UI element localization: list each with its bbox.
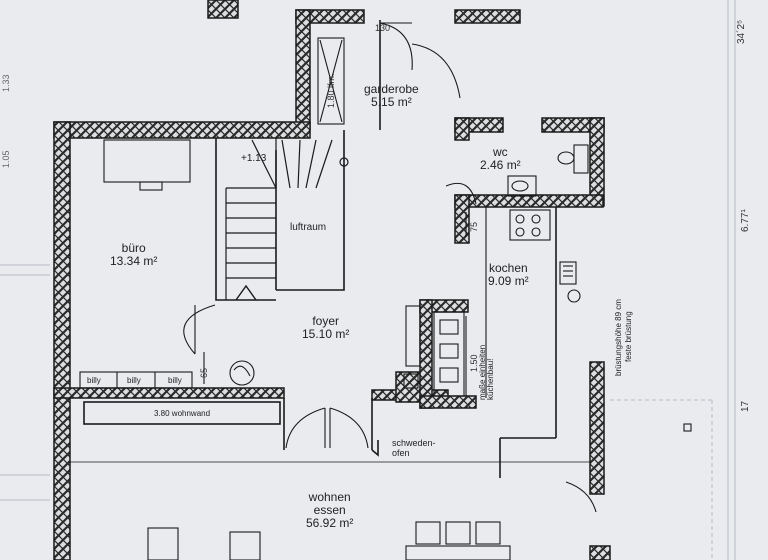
window-note-1: brüstungshöhe 89 cm (614, 299, 623, 376)
dining-table (405, 545, 511, 560)
kitchen-sink-icon (567, 289, 581, 303)
staircase (225, 138, 349, 301)
room-name: wohnen (308, 490, 351, 504)
room-name: kochen (488, 261, 528, 275)
wall-kitchen-left (454, 194, 470, 244)
left-dim-1: 1.33 (1, 74, 11, 92)
room-name: foyer (312, 314, 340, 328)
room-area: 13.34 m² (110, 254, 158, 268)
room-name-2: essen (313, 503, 346, 517)
fixtures (79, 37, 692, 560)
door-office-arc (183, 304, 216, 355)
room-area: 2.46 m² (480, 158, 521, 172)
edge-dim-top: 34´2⁵ (736, 19, 747, 44)
marker-square (683, 423, 692, 432)
door-garderobe-arc (379, 22, 413, 71)
room-area: 9.09 m² (488, 274, 529, 288)
room-wc-label: wc 2.46 m² (480, 146, 521, 172)
chair (445, 521, 471, 545)
room-area: 56.92 m² (306, 516, 354, 530)
wall-office-bottom (53, 387, 285, 399)
wall-kitchen-partition (419, 299, 433, 409)
wall-garderobe-left (295, 9, 311, 131)
door-terrace-arc (565, 481, 597, 513)
wall-right-lower (589, 361, 605, 495)
wohnwand-label: 3.80 wohnwand (154, 409, 211, 418)
room-buero-label: büro 13.34 m² (110, 242, 157, 268)
schwedenofen-line-1: schweden- (392, 438, 436, 448)
billy-label-3: billy (168, 376, 182, 385)
room-garderobe-label: garderobe 5.15 m² (364, 83, 419, 109)
dim-65-label: 65 (199, 367, 209, 378)
wall-outer-left (53, 121, 71, 560)
room-name: garderobe (364, 82, 419, 96)
room-foyer-label: foyer 15.10 m² (302, 315, 349, 341)
sink (507, 175, 537, 197)
walls (53, 0, 611, 560)
closet (317, 37, 345, 125)
stair-level-label: +1.13 (241, 153, 267, 164)
room-name: wc (493, 145, 508, 159)
room-area: 15.10 m² (302, 327, 350, 341)
wall-top-left (207, 0, 239, 19)
wall-kitchen-partition-bottom (419, 395, 477, 409)
edge-dim-low: 17 (740, 400, 751, 412)
billy-shelves (79, 371, 193, 389)
wall-top-right (454, 9, 521, 24)
desk (103, 139, 191, 183)
billy-label-2: billy (127, 376, 141, 385)
chair (475, 521, 501, 545)
closet-dim-label: 1.80 lfm. (326, 73, 336, 108)
kitchen-units (433, 311, 465, 397)
edge-dim-mid: 6.77¹ (740, 209, 751, 232)
door-wc-arc (411, 43, 461, 99)
wall-wc-bottom (454, 194, 604, 208)
wall-bottom-right (589, 545, 611, 560)
door-130-label: 130 (375, 23, 391, 33)
kitchen-note-2: küchenbau! (486, 358, 495, 400)
radiator (559, 261, 577, 285)
wall-top-office (53, 121, 311, 139)
left-dim-2: 1.05 (1, 150, 11, 168)
room-area: 5.15 m² (371, 95, 412, 109)
dim-75-label: 75 (469, 221, 479, 232)
toilet (573, 144, 589, 174)
chair (415, 521, 441, 545)
room-name: büro (121, 241, 146, 255)
door-main-right-arc (329, 407, 369, 449)
hob (509, 209, 551, 241)
schwedenofen-line-2: ofen (392, 448, 410, 458)
wall-wc-left (454, 117, 470, 141)
billy-label-1: billy (87, 376, 101, 385)
luftraum-label: luftraum (290, 222, 327, 233)
door-main-left-arc (285, 407, 326, 449)
wall-right-upper (589, 117, 605, 207)
room-wohnen-label: wohnen essen 56.92 m² (306, 491, 353, 530)
door-kitchen-arc (445, 182, 477, 205)
plant-icon (229, 360, 255, 386)
window-note-2: feste brüstung (624, 311, 633, 362)
schwedenofen-label: schweden- ofen (392, 438, 436, 458)
doors (183, 22, 597, 513)
room-kochen-label: kochen 9.09 m² (488, 262, 529, 288)
paper-marks (0, 0, 736, 560)
